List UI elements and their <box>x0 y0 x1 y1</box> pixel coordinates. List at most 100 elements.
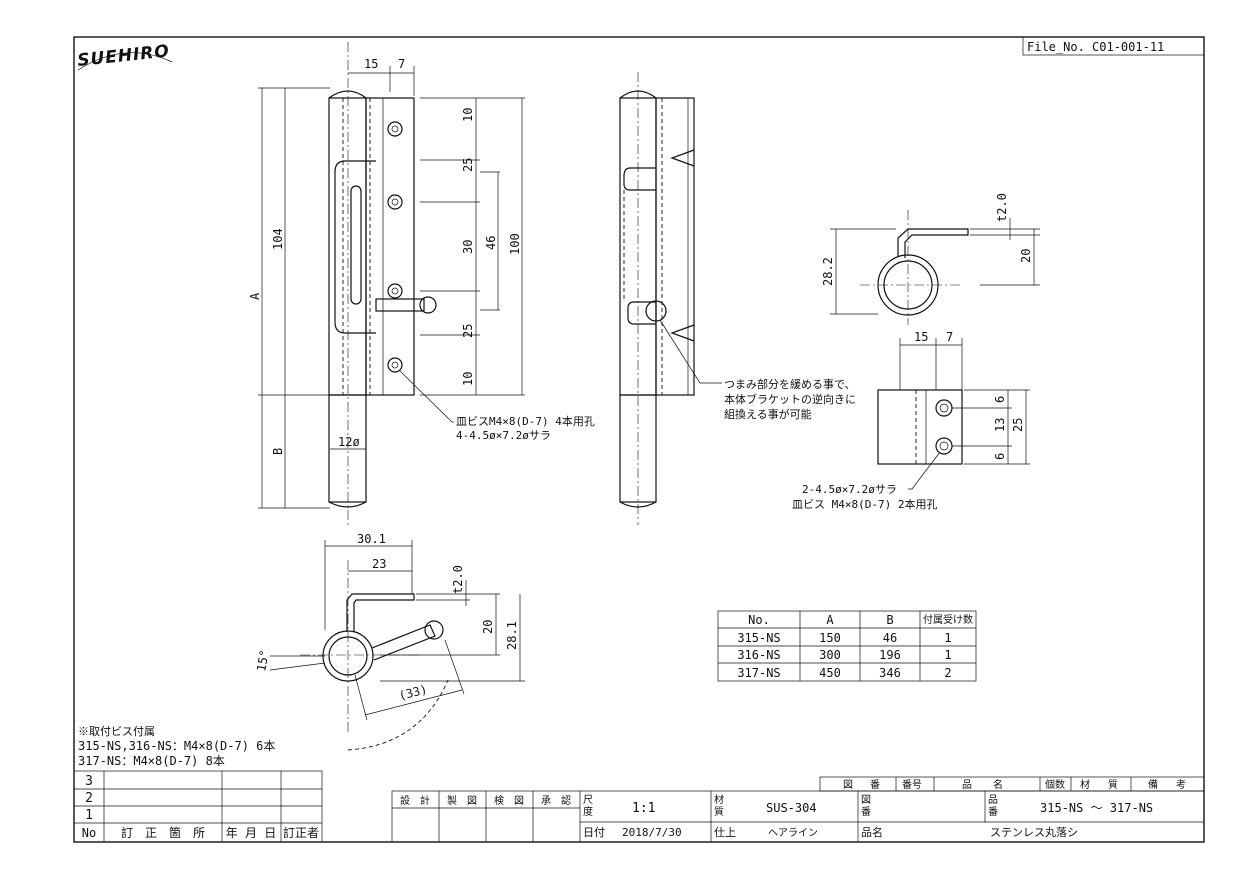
tb-sign-check: 検 図 <box>494 794 524 807</box>
bracket-note-leader <box>908 451 941 490</box>
dim-10-top: 10 <box>461 108 475 122</box>
bolt-rod-lower <box>328 394 367 503</box>
tb-prodno-value: 315-NS ～ 317-NS <box>1040 801 1153 815</box>
tb-h-bangou: 番号 <box>902 779 922 791</box>
bolt-bottom-cap <box>328 501 367 508</box>
bracket-dim-13: 13 <box>993 418 1007 432</box>
tb-main <box>391 790 1205 843</box>
spec-cell-r0c0: 315-NS <box>737 631 780 645</box>
side-bracket <box>655 97 695 396</box>
side-note-line2: 本体ブラケットの逆向きに <box>724 392 856 406</box>
screw-hole-2-inner <box>391 198 399 206</box>
bottom-dim-33-tick-2 <box>444 639 465 695</box>
screw-hole-1 <box>387 121 403 137</box>
side-rod-lower <box>619 394 657 503</box>
rod-slot <box>334 160 376 334</box>
bracket-plate <box>365 97 415 396</box>
spec-cell-r1c0: 316-NS <box>737 648 780 662</box>
spec-cell-r1c2: 196 <box>879 648 901 662</box>
bottom-flange <box>346 593 415 632</box>
side-knob <box>645 300 667 322</box>
rev-row-num-1: 1 <box>85 808 93 823</box>
tb-h-ban: 番 <box>870 779 880 791</box>
tb-sign-draw: 製 図 <box>447 794 477 807</box>
side-notch-top <box>670 149 695 167</box>
bottom-dim-28-1: 28.1 <box>505 621 519 650</box>
dim-30: 30 <box>461 240 475 254</box>
tb-material-label-2: 質 <box>714 805 724 818</box>
knob-ball <box>419 296 437 314</box>
bracket-hole-2 <box>935 437 953 455</box>
bracket-dim-6-bot: 6 <box>993 453 1007 460</box>
tb-scale-label-1: 尺 <box>583 794 593 806</box>
bracket-hole-1 <box>935 399 953 417</box>
notes-line2: 315-NS,316-NS：M4×8(D-7) 6本 <box>78 739 275 753</box>
tb-material-label-1: 材 <box>714 793 724 806</box>
dim-t20-right: t2.0 <box>995 193 1009 222</box>
front-note-leader <box>399 370 454 423</box>
tb-finish-label: 仕上 <box>714 826 736 839</box>
front-note-line1: 皿ビスM4×8(D-7) 4本用孔 <box>456 414 595 428</box>
bottom-dim-33: (33) <box>397 682 428 703</box>
bottom-ring-inner <box>328 636 368 676</box>
dim-104: 104 <box>271 228 285 250</box>
tb-date-label: 日付 <box>583 826 605 839</box>
spec-cell-r0c2: 46 <box>883 631 897 645</box>
suehiro-logo: SUEHIRO <box>76 41 173 71</box>
drawing-frame <box>73 36 1205 843</box>
spec-header-no: No. <box>748 613 770 627</box>
spec-cell-r0c1: 150 <box>819 631 841 645</box>
bottom-knob <box>424 620 444 640</box>
dim-top-15: 15 <box>364 57 378 71</box>
spec-cell-r2c2: 346 <box>879 666 901 680</box>
spec-cell-r0c3: 1 <box>944 631 951 645</box>
spec-table: No. A B 付属受け数 315-NS 150 46 1 316-NS 300… <box>717 610 977 682</box>
rev-header-reviser: 訂正者 <box>283 825 319 840</box>
file-no-box <box>1022 36 1205 56</box>
side-slot-bot <box>627 301 656 325</box>
bracket-body <box>877 389 963 465</box>
tb-h-bi: 備 <box>1148 778 1158 791</box>
bottom-dim-33-tick-1 <box>354 674 368 721</box>
tb-h-kou: 考 <box>1176 779 1186 791</box>
spec-cell-r1c3: 1 <box>944 648 951 662</box>
bottom-swing-arc <box>347 679 449 751</box>
front-dims: 15 7 104 A B 12ø 10 25 30 25 10 46 100 <box>248 57 595 509</box>
dim-A: A <box>248 292 262 300</box>
tb-sign-design: 設 計 <box>400 794 430 807</box>
receiver-ring-outer <box>877 254 939 316</box>
bracket-dim-15: 15 <box>914 330 928 344</box>
bottom-handle <box>371 624 436 661</box>
bracket-view: 15 7 6 13 6 25 2-4.5ø×7.2øサラ 皿ビス M4×8(D-… <box>792 330 1030 511</box>
dim-25-top: 25 <box>461 158 475 172</box>
spec-cell-r2c0: 317-NS <box>737 666 780 680</box>
bottom-dim-t20: t2.0 <box>451 565 465 594</box>
rev-row-num-3: 3 <box>85 774 93 789</box>
dim-100: 100 <box>508 233 522 255</box>
tb-h-zu: 図 <box>843 779 853 791</box>
dim-25-bot: 25 <box>461 324 475 338</box>
dim-28-2: 28.2 <box>821 257 835 286</box>
attached-screws-notes: ※取付ビス付属 315-NS,316-NS：M4×8(D-7) 6本 317-N… <box>78 725 275 768</box>
rev-row-num-2: 2 <box>85 791 93 806</box>
side-slot-top <box>623 167 656 191</box>
notes-line3: 317-NS：M4×8(D-7) 8本 <box>78 754 225 768</box>
tb-finish-value: ヘアライン <box>768 827 818 839</box>
side-notch-bot <box>670 324 695 342</box>
spec-cell-r2c1: 450 <box>819 666 841 680</box>
bracket-dim-25: 25 <box>1011 418 1025 432</box>
bottom-angle-line <box>269 662 326 671</box>
file-no: File_No. C01-001-11 <box>1027 40 1164 54</box>
dim-46: 46 <box>484 236 498 250</box>
tb-h-qty: 個数 <box>1045 778 1065 791</box>
revision-table: 3 2 1 No 訂 正 箇 所 年 月 日 訂正者 <box>73 770 323 843</box>
dim-10-bot: 10 <box>461 372 475 386</box>
rev-header-no: No <box>82 826 96 840</box>
dim-top-7: 7 <box>398 57 405 71</box>
tb-sign-approve: 承 認 <box>541 794 571 807</box>
front-view <box>328 42 437 525</box>
side-note-leader <box>659 319 722 384</box>
spec-header-b: B <box>886 613 893 627</box>
